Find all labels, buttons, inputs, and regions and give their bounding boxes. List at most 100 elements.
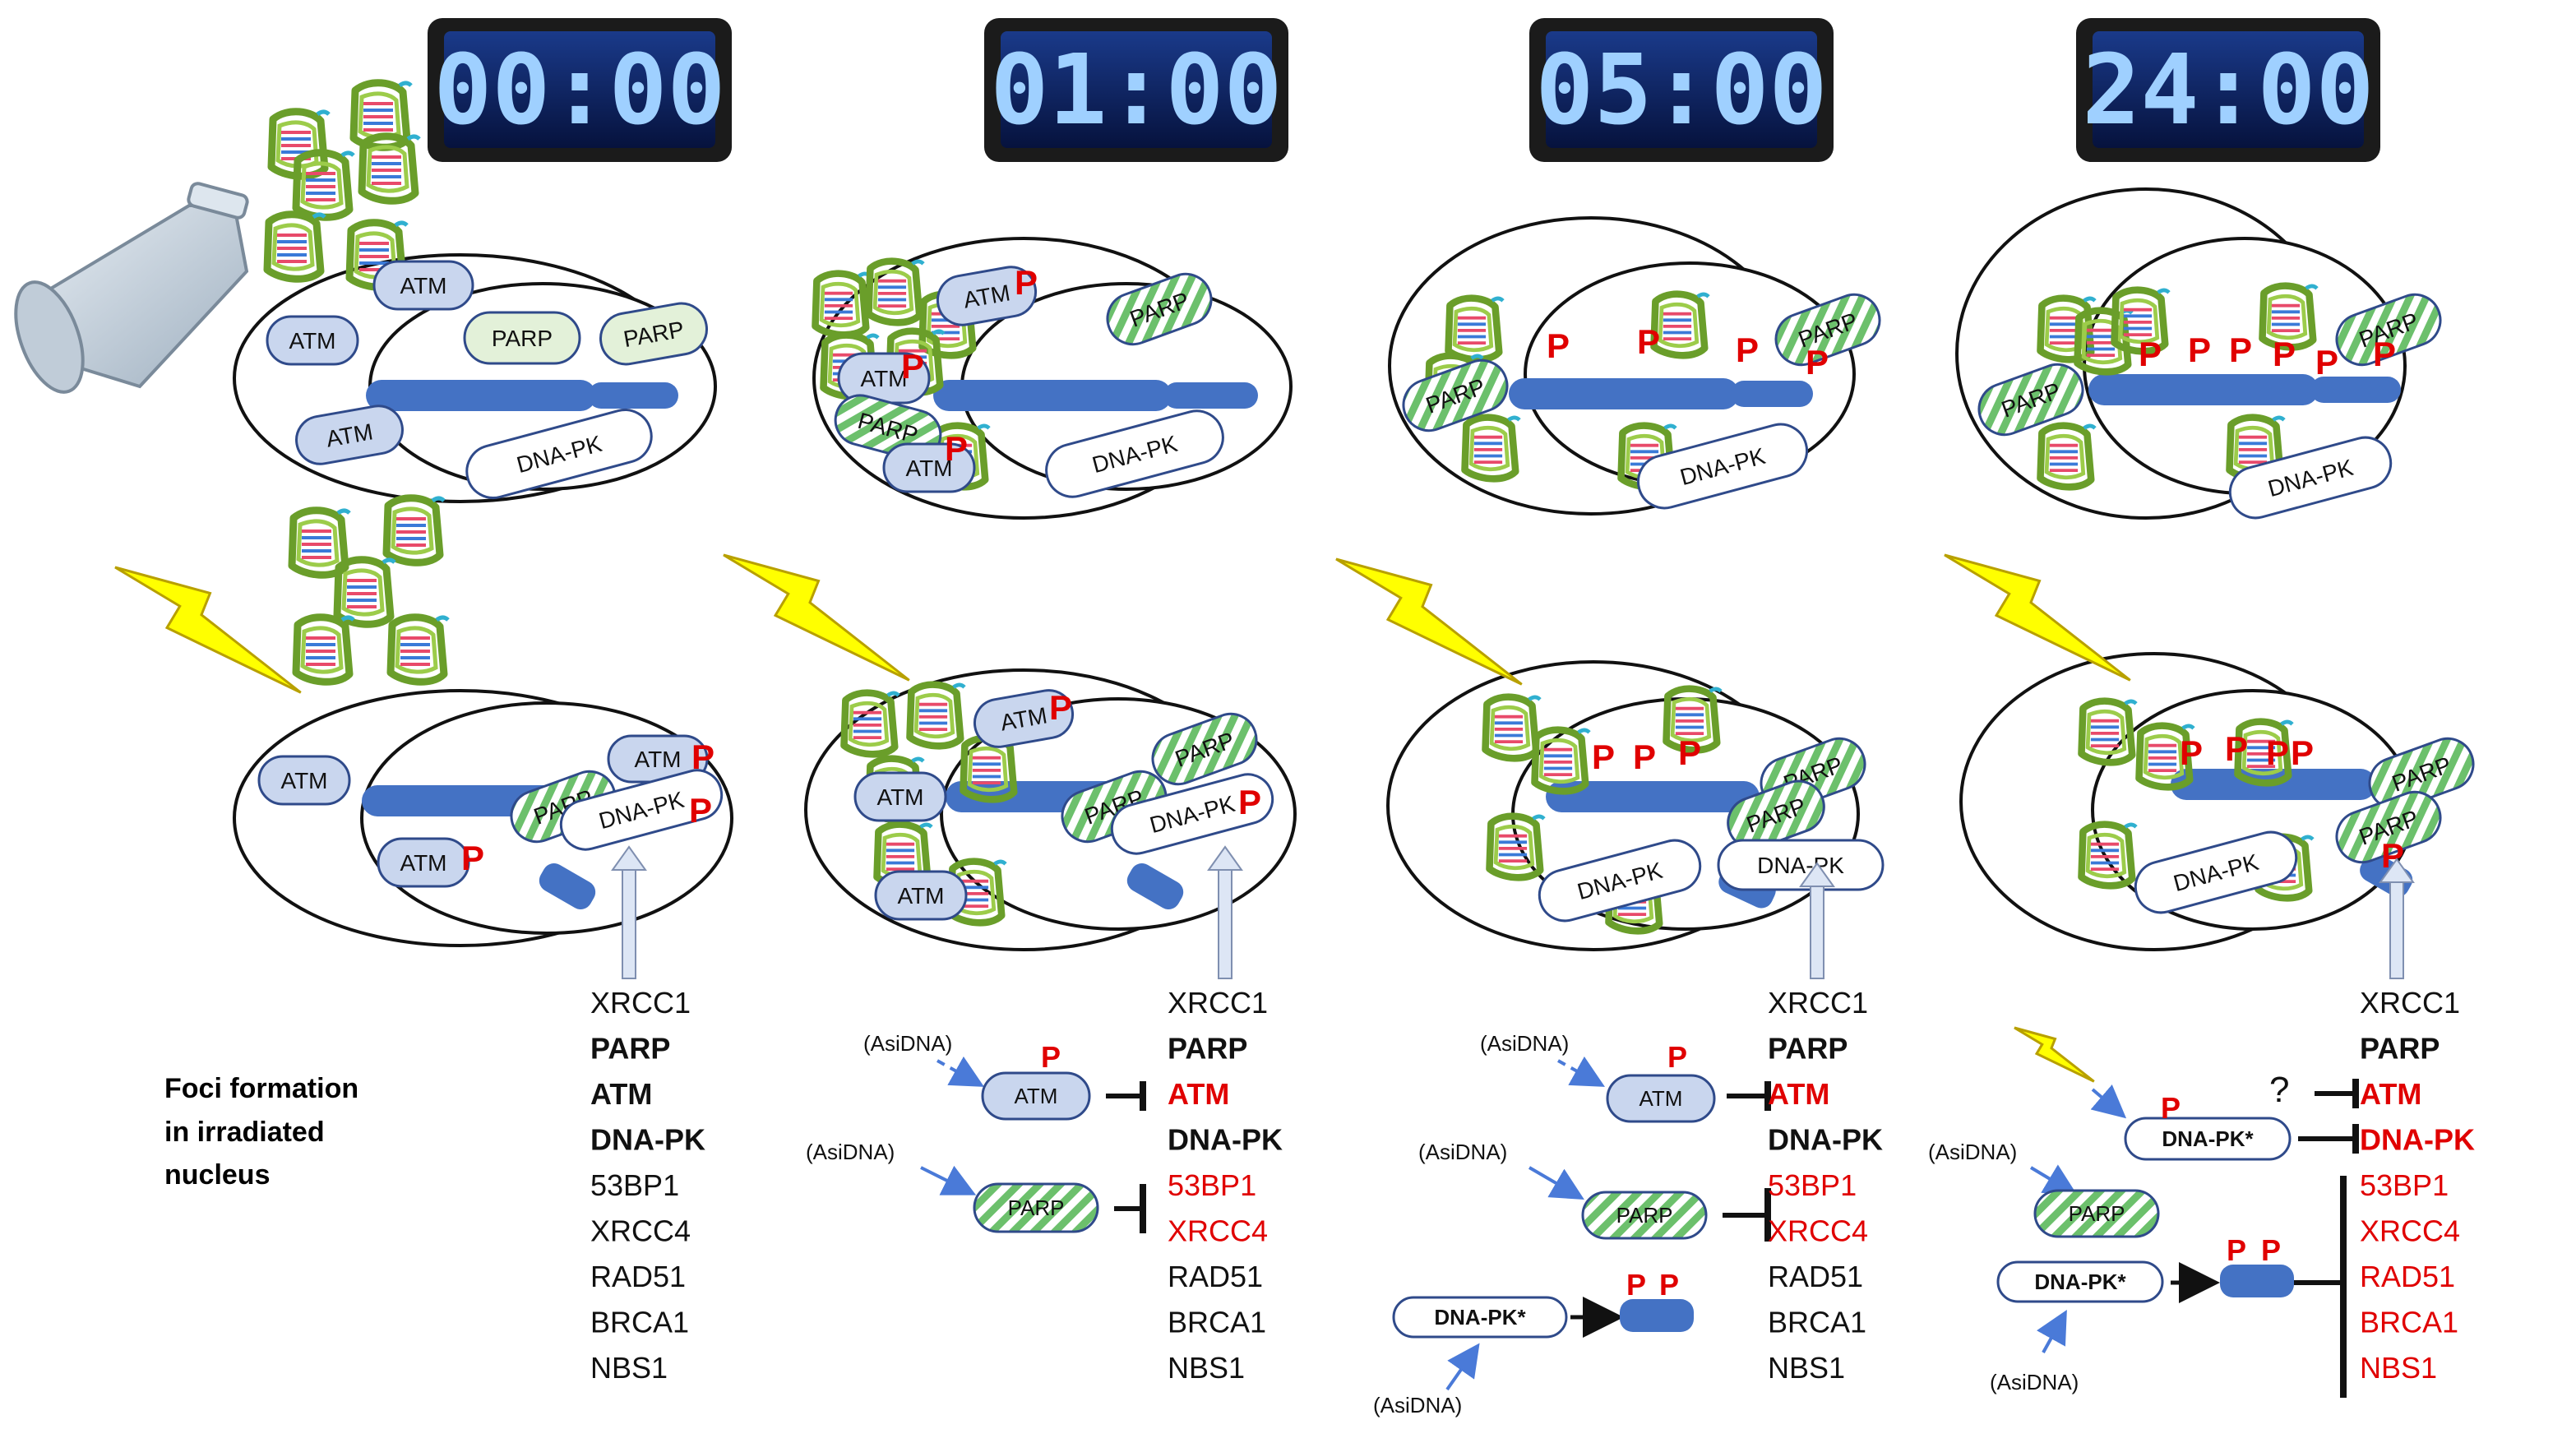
foci-list-item: 53BP1 (1168, 1168, 1256, 1202)
activation-arrow (937, 1056, 984, 1087)
foci-list-item: NBS1 (2360, 1351, 2437, 1385)
inhibition-symbol (1106, 1081, 1146, 1111)
phospho-mark: P (461, 839, 484, 877)
phospho-mark: P (2180, 733, 2203, 772)
parp-scheme-pill: PARP (1581, 1191, 1708, 1240)
parp-protein: PARP (1774, 293, 1881, 367)
parp-protein: PARP (463, 311, 581, 365)
phospho-mark: P (1626, 1268, 1646, 1302)
atm-protein-shape (936, 266, 1038, 326)
dnapk-protein: DNA-PK (2228, 436, 2393, 520)
atm-protein-label: ATM (897, 883, 944, 909)
parp-scheme-label: PARP (2069, 1201, 2125, 1226)
parp-scheme-label: PARP (1008, 1195, 1065, 1220)
parp-scheme-pill: PARP (973, 1182, 1099, 1233)
foci-list-item: XRCC4 (590, 1214, 691, 1248)
asidna-label: (AsiDNA) (1418, 1140, 1507, 1164)
clock-display: 05:00 (1529, 18, 1834, 162)
phospho-mark: P (1659, 1268, 1679, 1302)
dnapk-protein: DNA-PK (559, 769, 724, 851)
activation-arrow (2090, 1084, 2127, 1119)
foci-list-item: XRCC1 (1168, 986, 1268, 1020)
phospho-mark: P (1049, 688, 1072, 727)
chromosome (366, 380, 678, 411)
asidna-label: (AsiDNA) (806, 1140, 895, 1164)
upward-arrow (1207, 845, 1243, 979)
dnapk-protein: DNA-PK (2134, 830, 2298, 914)
clock-display: 24:00 (2076, 18, 2380, 162)
dnapk-protein: DNA-PK (1717, 839, 1885, 891)
atm-protein: ATM (874, 870, 968, 921)
asidna-icon (1486, 812, 1546, 881)
asidna-icon (906, 681, 966, 750)
dnapk-scheme-pill: DNA-PK* (2124, 1117, 2292, 1161)
asidna-icon (1650, 290, 1710, 359)
parp-protein-label: PARP (492, 326, 553, 351)
clock-screen (444, 31, 715, 148)
parp-protein-shape (1774, 293, 1881, 367)
dnapk-protein-shape (1045, 409, 1224, 498)
parp-protein-shape (463, 311, 581, 365)
phospho-mark: P (2139, 335, 2162, 373)
phospho-mark: P (1736, 331, 1759, 369)
foci-list-item: 53BP1 (1768, 1168, 1857, 1202)
phospho-mark: P (1015, 263, 1038, 302)
phospho-mark: P (1592, 738, 1615, 776)
foci-list-item: ATM (1168, 1077, 1229, 1111)
asidna-icon (2074, 307, 2134, 376)
asidna-icon (386, 613, 450, 686)
parp-protein: PARP (1151, 712, 1258, 786)
parp-protein-shape (599, 302, 708, 366)
atm-protein-shape (257, 755, 351, 806)
asidna-icon (2259, 282, 2319, 351)
activation-arrow (2029, 1164, 2078, 1196)
foci-list-item: BRCA1 (1768, 1306, 1866, 1339)
parp-protein-shape (1106, 272, 1213, 346)
asidna-icon (288, 506, 351, 579)
lightning-bolt-icon (1335, 557, 1523, 686)
phospho-mark: P (1667, 1040, 1687, 1074)
asidna-icon (812, 270, 872, 339)
foci-list-item: XRCC1 (2360, 986, 2460, 1020)
atm-protein: ATM (837, 352, 931, 405)
phospho-mark: P (901, 347, 924, 386)
clock-time: 00:00 (433, 33, 725, 146)
atm-protein-shape (973, 689, 1075, 748)
asidna-label: (AsiDNA) (1990, 1370, 2079, 1394)
dnapk-protein: DNA-PK (1045, 409, 1224, 498)
phospho-mark: P (1678, 733, 1701, 772)
activation-arrow (920, 1165, 977, 1195)
phospho-mark: P (2291, 733, 2314, 772)
phospho-mark: P (2225, 729, 2248, 768)
atm-protein-shape (377, 837, 470, 888)
phospho-mark: P (1637, 322, 1660, 361)
lightning-bolt-icon (723, 553, 910, 682)
parp-protein-shape (1402, 358, 1509, 432)
parp-protein-shape (2335, 790, 2442, 864)
atm-protein: ATM (266, 315, 359, 366)
upward-arrow (611, 845, 647, 979)
foci-list-item: NBS1 (1168, 1351, 1245, 1385)
parp-protein-shape (1151, 712, 1258, 786)
foci-list-item: ATM (2360, 1077, 2421, 1111)
dnapk-protein-shape (465, 409, 653, 499)
dnapk-protein-shape (1538, 839, 1702, 923)
phospho-mark: P (2188, 331, 2211, 369)
parp-protein: PARP (599, 302, 708, 366)
atm-protein-shape (295, 405, 404, 465)
dnapk-scheme-pill: DNA-PK* (1996, 1260, 2164, 1303)
chromosome (2088, 374, 2401, 405)
parp-protein: PARP (1977, 363, 2084, 437)
small-lightning-bolt-icon (2014, 1026, 2095, 1083)
foci-list-item: XRCC4 (1168, 1214, 1268, 1248)
atm-protein: ATM (607, 734, 709, 784)
atm-protein-shape (266, 315, 359, 366)
foci-list-item: PARP (2360, 1032, 2440, 1066)
parp-protein-shape (1727, 779, 1825, 850)
dnapk-scheme-pill: DNA-PK* (1392, 1296, 1568, 1339)
dnapk-protein-shape (559, 769, 724, 851)
phospho-mark: P (1041, 1040, 1061, 1074)
foci-list-item: RAD51 (2360, 1260, 2455, 1293)
asidna-icon (382, 494, 446, 567)
